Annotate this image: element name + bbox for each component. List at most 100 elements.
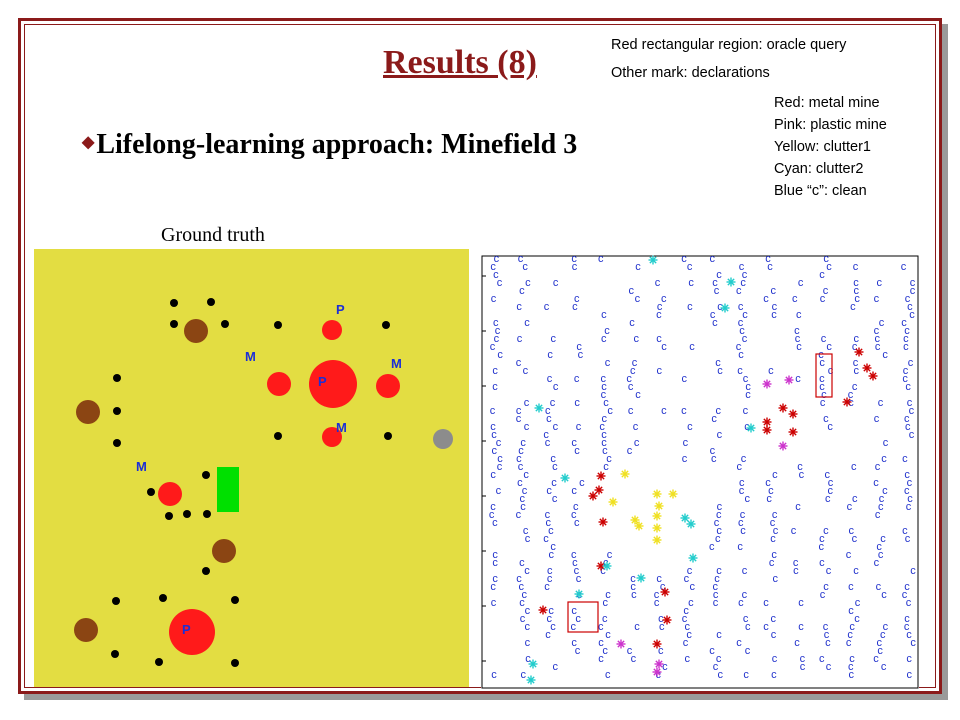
clean-c-mark: c <box>522 589 528 601</box>
clean-c-mark: c <box>771 613 777 625</box>
clean-c-mark: c <box>687 421 693 433</box>
clean-c-mark: c <box>713 589 719 601</box>
clean-c-mark: c <box>819 373 825 385</box>
clean-c-mark: c <box>874 413 880 425</box>
clean-c-mark: c <box>773 525 779 537</box>
clean-c-mark: c <box>903 365 909 377</box>
clean-c-mark: c <box>605 589 611 601</box>
clean-c-mark: c <box>800 653 806 665</box>
clean-c-mark: c <box>657 301 663 313</box>
clean-c-mark: c <box>768 485 774 497</box>
clean-c-mark: c <box>798 277 804 289</box>
clean-c-mark: c <box>710 309 716 321</box>
clean-c-mark: c <box>579 477 585 489</box>
clean-c-mark: c <box>763 621 769 633</box>
clean-c-mark: c <box>772 509 778 521</box>
declaration-star-mark <box>654 501 664 511</box>
clean-c-mark: c <box>770 517 776 529</box>
clean-c-mark: c <box>874 325 880 337</box>
clean-c-mark: c <box>904 413 910 425</box>
clean-c-mark: c <box>873 477 879 489</box>
clean-c-mark: c <box>683 637 689 649</box>
clean-c-mark: c <box>852 493 858 505</box>
mine-label: P <box>182 622 191 637</box>
clean-c-mark: c <box>681 405 687 417</box>
clean-c-mark: c <box>606 453 612 465</box>
clean-c-mark: c <box>660 581 666 593</box>
clean-c-mark: c <box>745 381 751 393</box>
clean-c-mark: c <box>683 437 689 449</box>
clean-c-mark: c <box>875 461 881 473</box>
declaration-star-mark <box>762 425 772 435</box>
clean-c-mark: c <box>516 301 522 313</box>
declaration-star-mark <box>630 515 640 525</box>
clean-c-mark: c <box>794 637 800 649</box>
clean-c-mark: c <box>849 525 855 537</box>
clean-c-mark: c <box>881 453 887 465</box>
clean-c-mark: c <box>635 261 641 273</box>
legend-clutter2: Cyan: clutter2 <box>774 161 864 177</box>
clean-c-mark: c <box>852 533 858 545</box>
clean-c-mark: c <box>553 661 559 673</box>
declaration-star-mark <box>528 659 538 669</box>
declaration-star-mark <box>560 473 570 483</box>
clean-c-mark: c <box>658 613 664 625</box>
clean-c-mark: c <box>627 645 633 657</box>
clean-c-mark: c <box>601 309 607 321</box>
clean-c-mark: c <box>634 333 640 345</box>
clean-c-mark: c <box>550 621 556 633</box>
clean-c-mark: c <box>907 397 913 409</box>
clean-c-mark: c <box>877 277 883 289</box>
mine-small <box>376 374 400 398</box>
clean-c-mark: c <box>551 333 557 345</box>
clean-c-mark: c <box>902 525 908 537</box>
clean-c-mark: c <box>571 637 577 649</box>
clean-c-mark: c <box>901 317 907 329</box>
clean-c-mark: c <box>547 573 553 585</box>
clean-c-mark: c <box>712 317 718 329</box>
declaration-marks <box>526 255 878 685</box>
clean-c-mark: c <box>824 629 830 641</box>
mine-label: M <box>245 349 256 364</box>
clean-c-mark: c <box>908 357 914 369</box>
clean-c-mark: c <box>904 613 910 625</box>
clean-c-mark: c <box>709 541 715 553</box>
clean-c-mark: c <box>688 597 694 609</box>
clean-c-mark: c <box>910 285 916 297</box>
clean-c-mark: c <box>825 493 831 505</box>
clean-c-mark: c <box>716 653 722 665</box>
clean-c-mark: c <box>519 581 525 593</box>
clean-c-mark: c <box>553 381 559 393</box>
clean-c-mark: c <box>736 637 742 649</box>
clean-c-mark: c <box>628 381 634 393</box>
clean-c-mark: c <box>905 421 911 433</box>
clean-c-mark: c <box>550 453 556 465</box>
clean-c-mark: c <box>828 485 834 497</box>
clean-c-mark: c <box>599 421 605 433</box>
clean-c-mark: c <box>876 541 882 553</box>
clean-c-mark: c <box>576 421 582 433</box>
clean-c-mark: c <box>516 573 522 585</box>
clean-c-mark: c <box>517 477 523 489</box>
clean-c-mark: c <box>821 389 827 401</box>
clean-c-mark: c <box>630 365 636 377</box>
clean-c-mark: c <box>572 261 578 273</box>
declaration-star-mark <box>620 469 630 479</box>
clean-c-mark: c <box>634 621 640 633</box>
declaration-star-mark <box>778 441 788 451</box>
clean-c-mark: c <box>630 581 636 593</box>
clean-c-mark: c <box>711 453 717 465</box>
declaration-star-mark <box>726 277 736 287</box>
clean-c-mark: c <box>497 349 503 361</box>
clean-c-mark: c <box>763 293 769 305</box>
clean-c-mark: c <box>793 565 799 577</box>
clean-c-mark: c <box>489 509 495 521</box>
clean-c-mark: c <box>819 381 825 393</box>
clean-c-mark: c <box>525 605 531 617</box>
brown-clutter <box>76 400 100 424</box>
clean-c-mark: c <box>763 597 769 609</box>
clean-c-mark: c <box>850 301 856 313</box>
clean-c-mark: c <box>682 373 688 385</box>
clean-c-mark: c <box>738 301 744 313</box>
